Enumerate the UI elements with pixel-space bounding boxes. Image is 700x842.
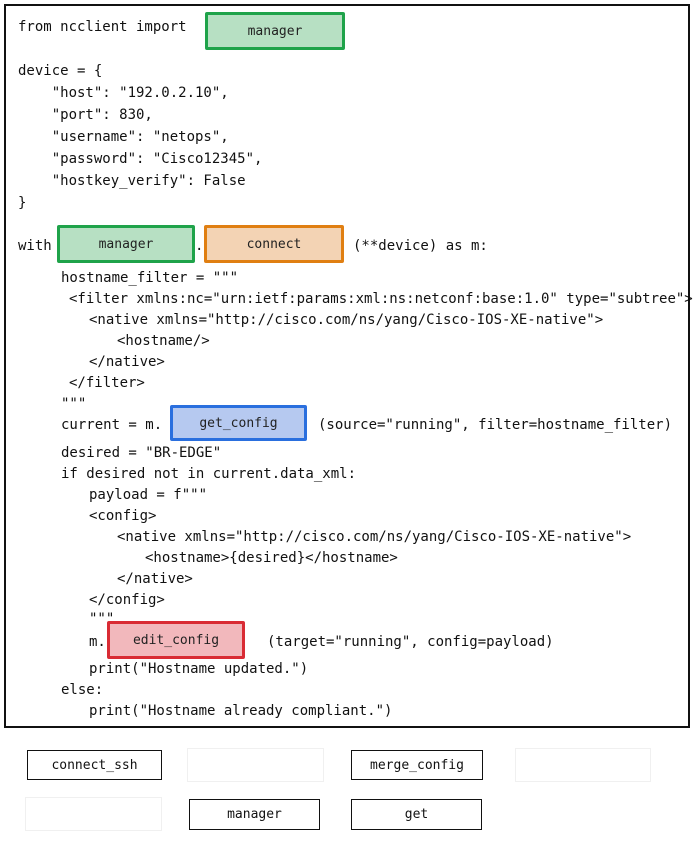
edit-suffix: (target="running", config=payload): [267, 634, 554, 650]
choice-merge-config[interactable]: merge_config: [351, 750, 483, 780]
filter-line-4: <hostname/>: [117, 333, 210, 349]
choice-connect-ssh[interactable]: connect_ssh: [27, 750, 162, 780]
filter-line-2: <filter xmlns:nc="urn:ietf:params:xml:ns…: [69, 291, 693, 307]
payload-line-2: <config>: [89, 508, 157, 524]
filter-line-7: """: [61, 396, 87, 412]
code-panel: from ncclient import manager device = { …: [4, 4, 693, 728]
current-prefix: current = m.: [61, 417, 163, 433]
print-compliant-line: print("Hostname already compliant."): [89, 703, 393, 719]
desired-line: desired = "BR-EDGE": [61, 445, 222, 461]
current-suffix: (source="running", filter=hostname_filte…: [318, 417, 673, 433]
payload-line-4: <hostname>{desired}</hostname>: [145, 550, 398, 566]
choice-manager[interactable]: manager: [189, 799, 320, 830]
device-line-1: device = {: [18, 63, 103, 79]
device-line-5: "password": "Cisco12345",: [18, 151, 263, 167]
device-line-2: "host": "192.0.2.10",: [18, 85, 229, 101]
payload-line-3: <native xmlns="http://cisco.com/ns/yang/…: [117, 529, 632, 545]
device-line-6: "hostkey_verify": False: [18, 173, 246, 189]
device-line-3: "port": 830,: [18, 107, 153, 123]
with-manager-slot[interactable]: manager: [57, 225, 195, 263]
if-line: if desired not in current.data_xml:: [61, 466, 357, 482]
payload-line-6: </config>: [89, 592, 165, 608]
connect-slot[interactable]: connect: [204, 225, 344, 263]
m-prefix: m.: [89, 634, 106, 650]
with-dot: .: [195, 238, 204, 254]
else-line: else:: [61, 682, 104, 698]
print-updated-line: print("Hostname updated."): [89, 661, 309, 677]
payload-line-1: payload = f""": [89, 487, 208, 503]
get-config-slot[interactable]: get_config: [170, 405, 307, 441]
device-line-7: }: [18, 195, 27, 211]
payload-line-5: </native>: [117, 571, 193, 587]
filter-line-1: hostname_filter = """: [61, 270, 239, 286]
choice-empty-slot[interactable]: [25, 797, 162, 831]
filter-line-5: </native>: [89, 354, 165, 370]
choice-empty-slot[interactable]: [515, 748, 651, 782]
filter-line-6: </filter>: [69, 375, 145, 391]
edit-config-slot[interactable]: edit_config: [107, 621, 245, 659]
choice-get[interactable]: get: [351, 799, 482, 830]
choice-empty-slot[interactable]: [187, 748, 324, 782]
with-suffix: (**device) as m:: [353, 238, 488, 254]
with-keyword: with: [18, 238, 52, 254]
device-line-4: "username": "netops",: [18, 129, 229, 145]
import-manager-slot[interactable]: manager: [205, 12, 345, 50]
filter-line-3: <native xmlns="http://cisco.com/ns/yang/…: [89, 312, 604, 328]
import-line: from ncclient import: [18, 19, 187, 35]
